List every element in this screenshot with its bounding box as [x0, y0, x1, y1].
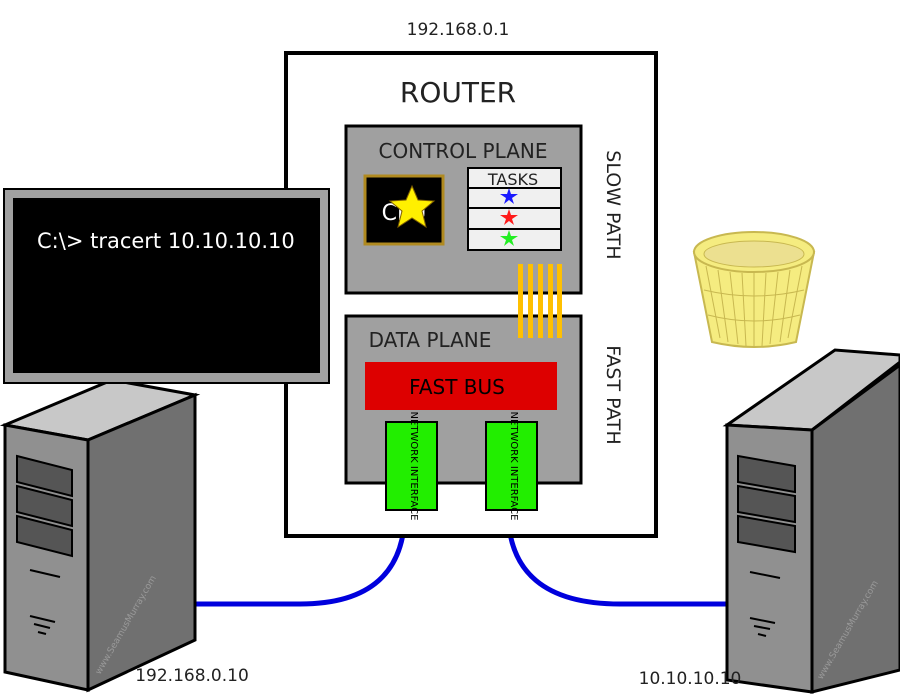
- cpu-star-icon: [388, 184, 436, 229]
- task-star-icon: [500, 230, 518, 246]
- network-interface-left: [385, 421, 438, 511]
- router-title: ROUTER: [400, 76, 516, 109]
- task-star-icon: [500, 188, 518, 204]
- slow-bus-overlay: [518, 314, 562, 338]
- terminal-screen: [13, 198, 320, 373]
- fast-bus-label: FAST BUS: [409, 375, 505, 399]
- tasks-label: TASKS: [487, 170, 538, 189]
- slow-path-label: SLOW PATH: [602, 150, 624, 259]
- router-ip: 192.168.0.1: [407, 20, 510, 40]
- interface-label-right: NETWORK INTERFACE: [508, 412, 519, 521]
- right-server-icon: [722, 348, 900, 694]
- task-star-icon: [500, 209, 518, 225]
- left-host-ip: 192.168.0.10: [135, 666, 249, 686]
- trash-bin-icon: [692, 231, 816, 348]
- terminal-command: C:\> tracert 10.10.10.10: [37, 229, 295, 253]
- slow-bus: [518, 264, 562, 338]
- fast-bus: [365, 362, 557, 410]
- control-plane-label: CONTROL PLANE: [379, 139, 548, 163]
- data-plane-label: DATA PLANE: [369, 328, 492, 352]
- interface-label-left: NETWORK INTERFACE: [408, 412, 419, 521]
- fast-path-label: FAST PATH: [602, 345, 624, 445]
- left-server-icon: [0, 378, 201, 693]
- right-host-ip: 10.10.10.10: [639, 669, 742, 689]
- network-interface-right: [485, 421, 538, 511]
- tasks-list: TASKS: [467, 167, 562, 251]
